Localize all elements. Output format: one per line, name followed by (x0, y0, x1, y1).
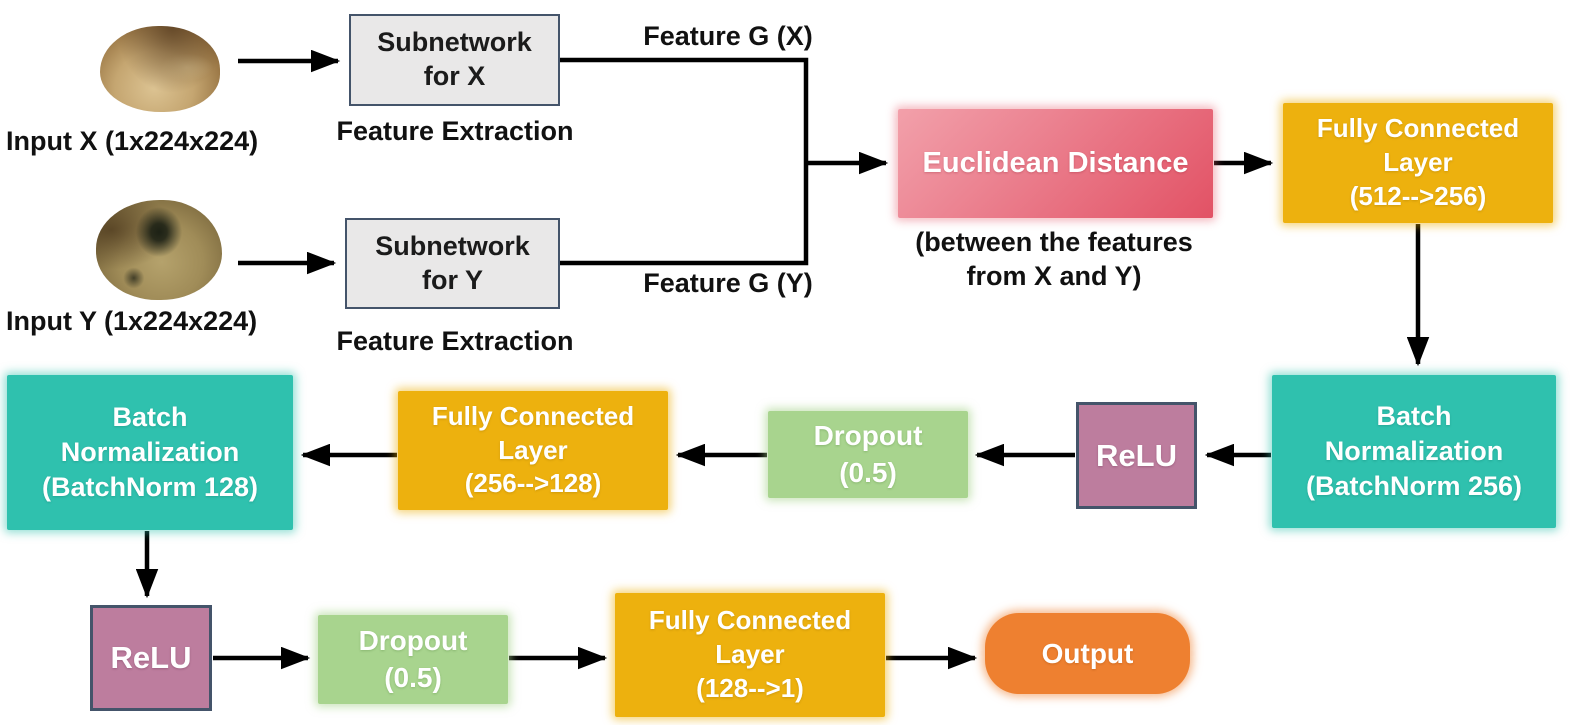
input-y-seed-image (96, 200, 222, 300)
feature-g-x-label: Feature G (X) (643, 21, 813, 51)
input-y-label: Input Y (1x224x224) (6, 306, 258, 336)
fully-connected-128-1-box: Fully Connected Layer (128-->1) (615, 593, 885, 717)
feature-extraction-x-label: Feature Extraction (336, 116, 574, 146)
dropout-2-box: Dropout (0.5) (318, 615, 508, 704)
input-x-seed-image (100, 26, 220, 112)
feature-extraction-y-label: Feature Extraction (336, 326, 574, 356)
euclidean-distance-box: Euclidean Distance (898, 109, 1213, 218)
input-x-label: Input X (1x224x224) (6, 126, 259, 156)
batchnorm-128-box: Batch Normalization (BatchNorm 128) (7, 375, 293, 530)
relu-1-box: ReLU (1076, 402, 1197, 509)
euclidean-caption: (between the features from X and Y) (915, 227, 1193, 291)
subnetwork-y-box: Subnetwork for Y (345, 218, 560, 309)
fully-connected-512-256-box: Fully Connected Layer (512-->256) (1283, 103, 1553, 223)
dropout-1-box: Dropout (0.5) (768, 411, 968, 498)
relu-2-box: ReLU (90, 605, 212, 711)
subnetwork-x-box: Subnetwork for X (349, 14, 560, 106)
batchnorm-256-box: Batch Normalization (BatchNorm 256) (1272, 375, 1556, 528)
feature-g-y-label: Feature G (Y) (643, 268, 813, 298)
output-box: Output (985, 613, 1190, 694)
fully-connected-256-128-box: Fully Connected Layer (256-->128) (398, 391, 668, 510)
